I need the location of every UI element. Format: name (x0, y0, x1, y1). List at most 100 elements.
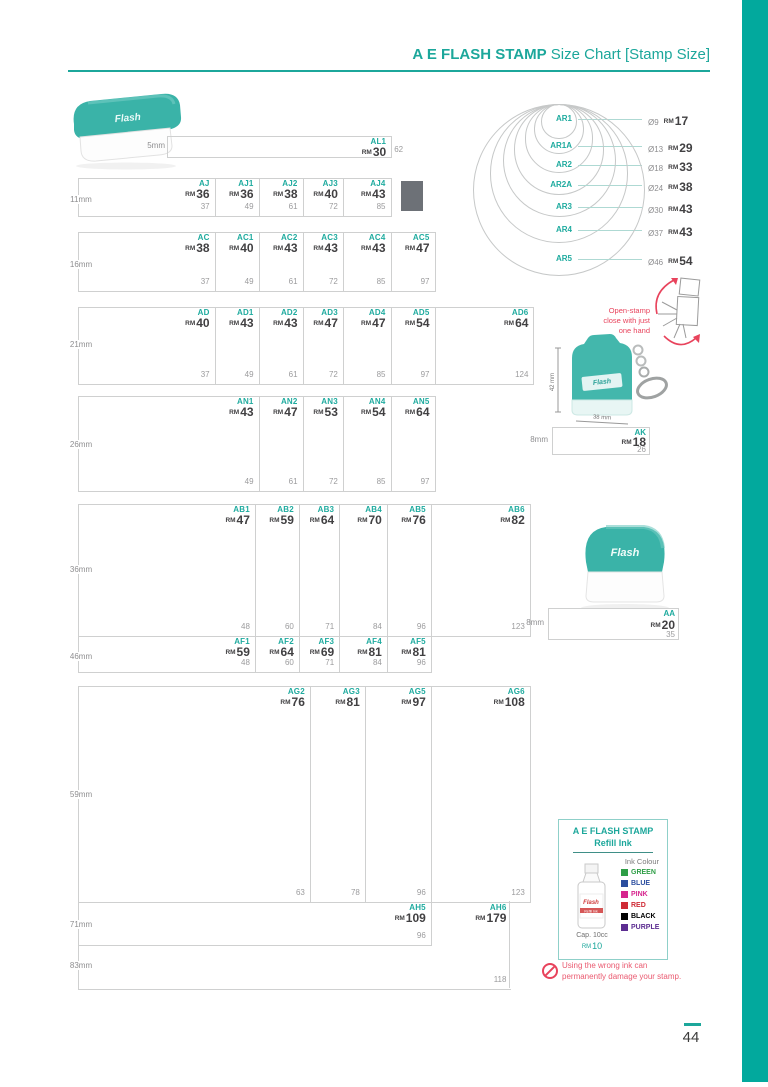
page-title: A E FLASH STAMP Size Chart [Stamp Size] (412, 46, 710, 63)
size-rect-AH6 (78, 686, 512, 990)
page-number: 44 (682, 1029, 700, 1046)
width-value-AC5: 97 (420, 277, 430, 286)
keychain-stamp-image: 42 mm Flash 38 mm (550, 334, 668, 425)
page-title-rest: Size Chart [Stamp Size] (546, 46, 710, 63)
size-label-aa: 8mm (526, 618, 544, 627)
svg-text:Flash: Flash (114, 112, 141, 125)
ak-price: RM18 (621, 435, 646, 449)
width-value-AD: 37 (200, 370, 210, 379)
width-value-AJ2: 61 (288, 202, 298, 211)
width-value-AF4: 84 (372, 658, 382, 667)
width-value-AJ: 37 (200, 202, 210, 211)
size-label-36mm: 36mm (57, 565, 105, 574)
prohibited-icon (542, 963, 558, 979)
header-rule (68, 70, 710, 72)
width-value-AN2: 61 (288, 477, 298, 486)
ink-swatch-green (621, 869, 628, 876)
footer-dash (684, 1023, 701, 1026)
open-stamp-illustration (655, 277, 701, 346)
width-value-AB6: 123 (511, 622, 525, 631)
width-value-AN5: 97 (420, 477, 430, 486)
aa-price: RM20 (650, 618, 675, 632)
aa-width-value: 35 (666, 630, 675, 639)
width-value-AJ3: 72 (328, 202, 338, 211)
refill-divider (573, 852, 653, 853)
keychain-width-dim: 38 mm (593, 415, 612, 422)
width-value-AJ1: 49 (244, 202, 254, 211)
width-value-AB2: 60 (284, 622, 294, 631)
width-value-AH5: 96 (416, 931, 426, 940)
refill-capacity: Cap. 10cc (576, 932, 608, 939)
size-label-83mm: 83mm (57, 961, 105, 970)
width-value-AH6: 118 (493, 975, 507, 984)
width-value-AG3: 78 (350, 888, 360, 897)
flash-stamp-image-front: Flash (581, 525, 669, 612)
width-value-AB5: 96 (416, 622, 426, 631)
width-value-AB3: 71 (325, 622, 335, 631)
open-stamp-note-line2: close with just (603, 316, 650, 325)
round-size-circle-AR5 (472, 104, 646, 277)
page-edge-band (742, 0, 768, 1082)
size-rect-AF5 (78, 504, 432, 673)
ink-color-purple: PURPLE (621, 924, 659, 931)
width-value-AN1: 49 (244, 477, 254, 486)
size-label-16mm: 16mm (57, 260, 105, 269)
width-value-AC: 37 (200, 277, 210, 286)
width-value-AB1: 48 (241, 622, 250, 631)
width-value-AF2: 60 (284, 658, 294, 667)
size-label-26mm: 26mm (57, 440, 105, 449)
ink-swatch-red (621, 902, 628, 909)
aa-model-code: AA (663, 609, 675, 618)
size-label-5mm: 5mm (147, 141, 165, 150)
open-stamp-note-line3: one hand (618, 326, 650, 335)
width-value-AD1: 49 (244, 370, 254, 379)
ink-swatch-blue (621, 880, 628, 887)
svg-text:Flash: Flash (583, 900, 599, 906)
size-label-ak: 8mm (530, 435, 548, 444)
refill-price: RM10 (581, 941, 603, 951)
aa-size-box: AA RM20 35 (548, 608, 679, 640)
width-value-AG5: 96 (416, 888, 426, 897)
width-value-AD2: 61 (288, 370, 298, 379)
round-code-AR5: AR5 (555, 254, 572, 263)
ink-swatch-purple (621, 924, 628, 931)
open-stamp-note: Open-stamp close with just one hand (584, 306, 650, 336)
svg-text:Refill Ink: Refill Ink (584, 910, 598, 914)
size-label-11mm: 11mm (57, 195, 105, 204)
flash-stamp-image-angled: Flash (73, 93, 182, 170)
open-stamp-note-line1: Open-stamp (608, 306, 650, 315)
svg-text:Flash: Flash (593, 378, 612, 387)
ink-bottle-image: Flash Refill Ink (577, 863, 606, 929)
ink-warning: Using the wrong ink can permanently dama… (562, 961, 682, 981)
